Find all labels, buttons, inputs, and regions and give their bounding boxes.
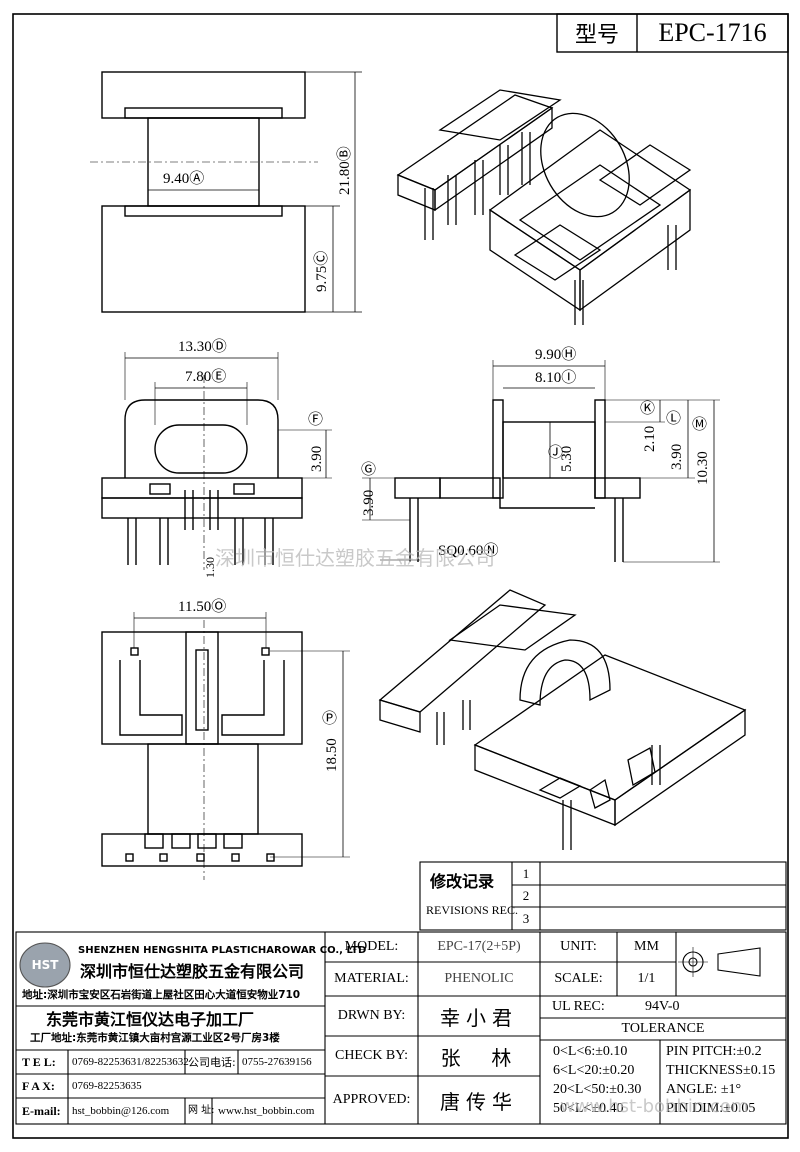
tol2-3: ANGLE: ±1°	[666, 1082, 742, 1097]
view-isometric-top	[396, 89, 692, 325]
dim-d: 13.30Ⓓ	[178, 339, 227, 355]
approved-label: APPROVED:	[332, 1092, 411, 1107]
view-front-spool	[90, 71, 362, 313]
fax-value: 0769-82253635	[72, 1080, 142, 1092]
dim-l-tag: Ⓛ	[666, 411, 682, 427]
web-value[interactable]: www.hst_bobbin.com	[218, 1105, 315, 1117]
dim-j: 5.30	[559, 445, 575, 472]
material-value: PHENOLIC	[444, 971, 514, 986]
model-code: EPC-1716	[658, 18, 767, 47]
drawn-label: DRWN BY:	[337, 1008, 406, 1023]
company-tel-label: 公司电话:	[188, 1056, 236, 1069]
company-tel-value: 0755-27639156	[242, 1056, 312, 1068]
approved-value: 唐传华	[440, 1089, 518, 1114]
type-label: 型号	[574, 23, 619, 48]
model-label: MODEL:	[344, 939, 399, 954]
tolerance-label: TOLERANCE	[621, 1021, 705, 1036]
dim-i: 8.10Ⓘ	[535, 370, 577, 386]
dim-h: 9.90Ⓗ	[535, 347, 577, 363]
revisions-title: 修改记录	[430, 872, 495, 891]
dim-c: 9.75Ⓒ	[314, 250, 330, 292]
dim-m-tag: Ⓜ	[692, 417, 708, 433]
drawn-value: 幸小君	[440, 1005, 518, 1030]
dim-p: 18.50	[324, 738, 340, 772]
factory-name: 东莞市黄江恒仪达电子加工厂	[46, 1010, 255, 1029]
view-side	[362, 360, 720, 563]
dim-j-tag: Ⓙ	[548, 445, 564, 461]
dim-k: 2.10	[642, 425, 658, 452]
scale-value: 1/1	[637, 971, 656, 986]
email-label: E-mail:	[22, 1104, 61, 1118]
company-logo: HST	[31, 958, 59, 972]
revision-table-lines	[419, 861, 787, 931]
tol-4: 50<L<±0.40	[553, 1101, 624, 1116]
dim-f: 3.90	[309, 445, 325, 472]
watermark-url: www.hst-bobbin.com	[560, 1096, 749, 1117]
tol-3: 20<L<50:±0.30	[553, 1082, 642, 1097]
view-isometric-bottom	[378, 589, 747, 850]
revisions-subtitle: REVISIONS REC.	[426, 903, 519, 917]
watermark: 深圳市恒仕达塑胶五金有限公司	[215, 546, 495, 570]
title-block-lines	[15, 931, 787, 1125]
revision-row-1: 1	[522, 865, 530, 881]
dim-g: 3.90	[361, 489, 377, 516]
check-value: 张 林	[440, 1045, 518, 1070]
view-front-pins	[101, 352, 332, 570]
dim-g-tag: Ⓖ	[361, 462, 377, 478]
ul-value: 94V-0	[645, 999, 680, 1014]
dim-f-tag: Ⓕ	[308, 412, 324, 428]
tol2-2: THICKNESS±0.15	[666, 1063, 776, 1078]
dim-m: 10.30	[695, 451, 711, 485]
view-top	[101, 612, 350, 880]
dim-o: 11.50Ⓞ	[178, 599, 227, 615]
dim-b: 21.80Ⓑ	[337, 146, 353, 195]
company-name-cn: 深圳市恒仕达塑胶五金有限公司	[80, 962, 305, 981]
dim-n: SQ0.60Ⓝ	[438, 543, 499, 559]
company-address: 地址:深圳市宝安区石岩街道上屋社区田心大道恒安物业710	[22, 989, 301, 1001]
drawing-border	[12, 13, 789, 1139]
email-value[interactable]: hst_bobbin@126.com	[72, 1105, 170, 1117]
dim-l: 3.90	[669, 443, 685, 470]
tol2-4: PIN DIM:±0.05	[666, 1101, 756, 1116]
unit-value: MM	[634, 939, 659, 954]
revision-row-3: 3	[522, 910, 530, 926]
dim-p-tag: Ⓟ	[322, 711, 338, 727]
ul-label: UL REC:	[552, 999, 605, 1014]
web-label: 网 址:	[188, 1105, 215, 1116]
material-label: MATERIAL:	[334, 971, 409, 986]
factory-address: 工厂地址:东莞市黄江镇大亩村宫源工业区2号厂房3楼	[30, 1032, 280, 1044]
tol-1: 0<L<6:±0.10	[553, 1044, 628, 1059]
company-name-en: SHENZHEN HENGSHITA PLASTICHAROWAR CO., L…	[78, 945, 367, 956]
tol-2: 6<L<20:±0.20	[553, 1063, 635, 1078]
dim-e: 7.80Ⓔ	[185, 369, 227, 385]
dim-k-tag: Ⓚ	[640, 401, 656, 417]
dim-a: 9.40Ⓐ	[163, 171, 205, 187]
revision-row-2: 2	[522, 888, 530, 903]
unit-label: UNIT:	[560, 939, 597, 954]
model-value: EPC-17(2+5P)	[437, 939, 521, 954]
fax-label: F A X:	[22, 1079, 55, 1093]
tol2-1: PIN PITCH:±0.2	[666, 1044, 762, 1059]
check-label: CHECK BY:	[334, 1048, 408, 1063]
scale-label: SCALE:	[554, 971, 603, 986]
tel-label: T E L:	[22, 1055, 56, 1069]
tel-value: 0769-82253631/82253632	[72, 1056, 189, 1068]
